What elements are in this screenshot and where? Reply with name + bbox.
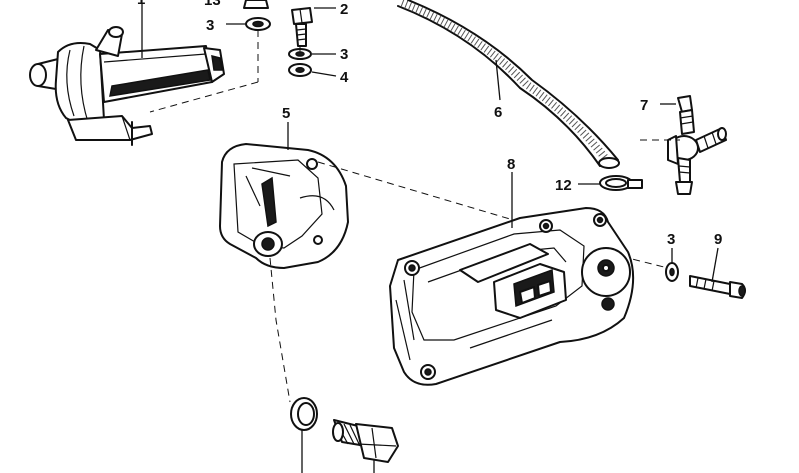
callout-3-right: 3 bbox=[667, 231, 675, 248]
callout-1: 1 bbox=[137, 0, 145, 8]
part-13-nut bbox=[243, 0, 269, 9]
part-3-washer-top-left bbox=[245, 17, 271, 31]
callout-6: 6 bbox=[494, 104, 502, 121]
callout-13: 13 bbox=[204, 0, 221, 9]
part-6-hose bbox=[397, 0, 620, 169]
callout-7: 7 bbox=[640, 97, 648, 114]
part-5-cover-plate bbox=[219, 143, 349, 269]
part-2-bolt bbox=[291, 7, 313, 47]
callout-3-top-left: 3 bbox=[206, 17, 214, 34]
part-9-bolt bbox=[689, 275, 746, 299]
part-7-t-connector bbox=[667, 95, 727, 195]
leader-lines bbox=[141, 4, 719, 473]
callout-12: 12 bbox=[555, 177, 572, 194]
callout-5: 5 bbox=[282, 105, 290, 122]
callout-8: 8 bbox=[507, 156, 515, 173]
part-1-vacuum-unit bbox=[29, 26, 225, 146]
part-12-clip bbox=[599, 175, 643, 191]
part-3-washer-right bbox=[665, 262, 679, 282]
part-bottom-seal-ring bbox=[290, 397, 318, 431]
callout-4: 4 bbox=[340, 69, 349, 86]
part-bottom-bolt bbox=[332, 419, 399, 463]
callout-9: 9 bbox=[714, 231, 722, 248]
callout-2: 2 bbox=[340, 1, 348, 18]
callout-3-top-right: 3 bbox=[340, 46, 348, 63]
part-8-housing bbox=[389, 207, 635, 386]
part-4-lock-washer bbox=[288, 63, 312, 77]
